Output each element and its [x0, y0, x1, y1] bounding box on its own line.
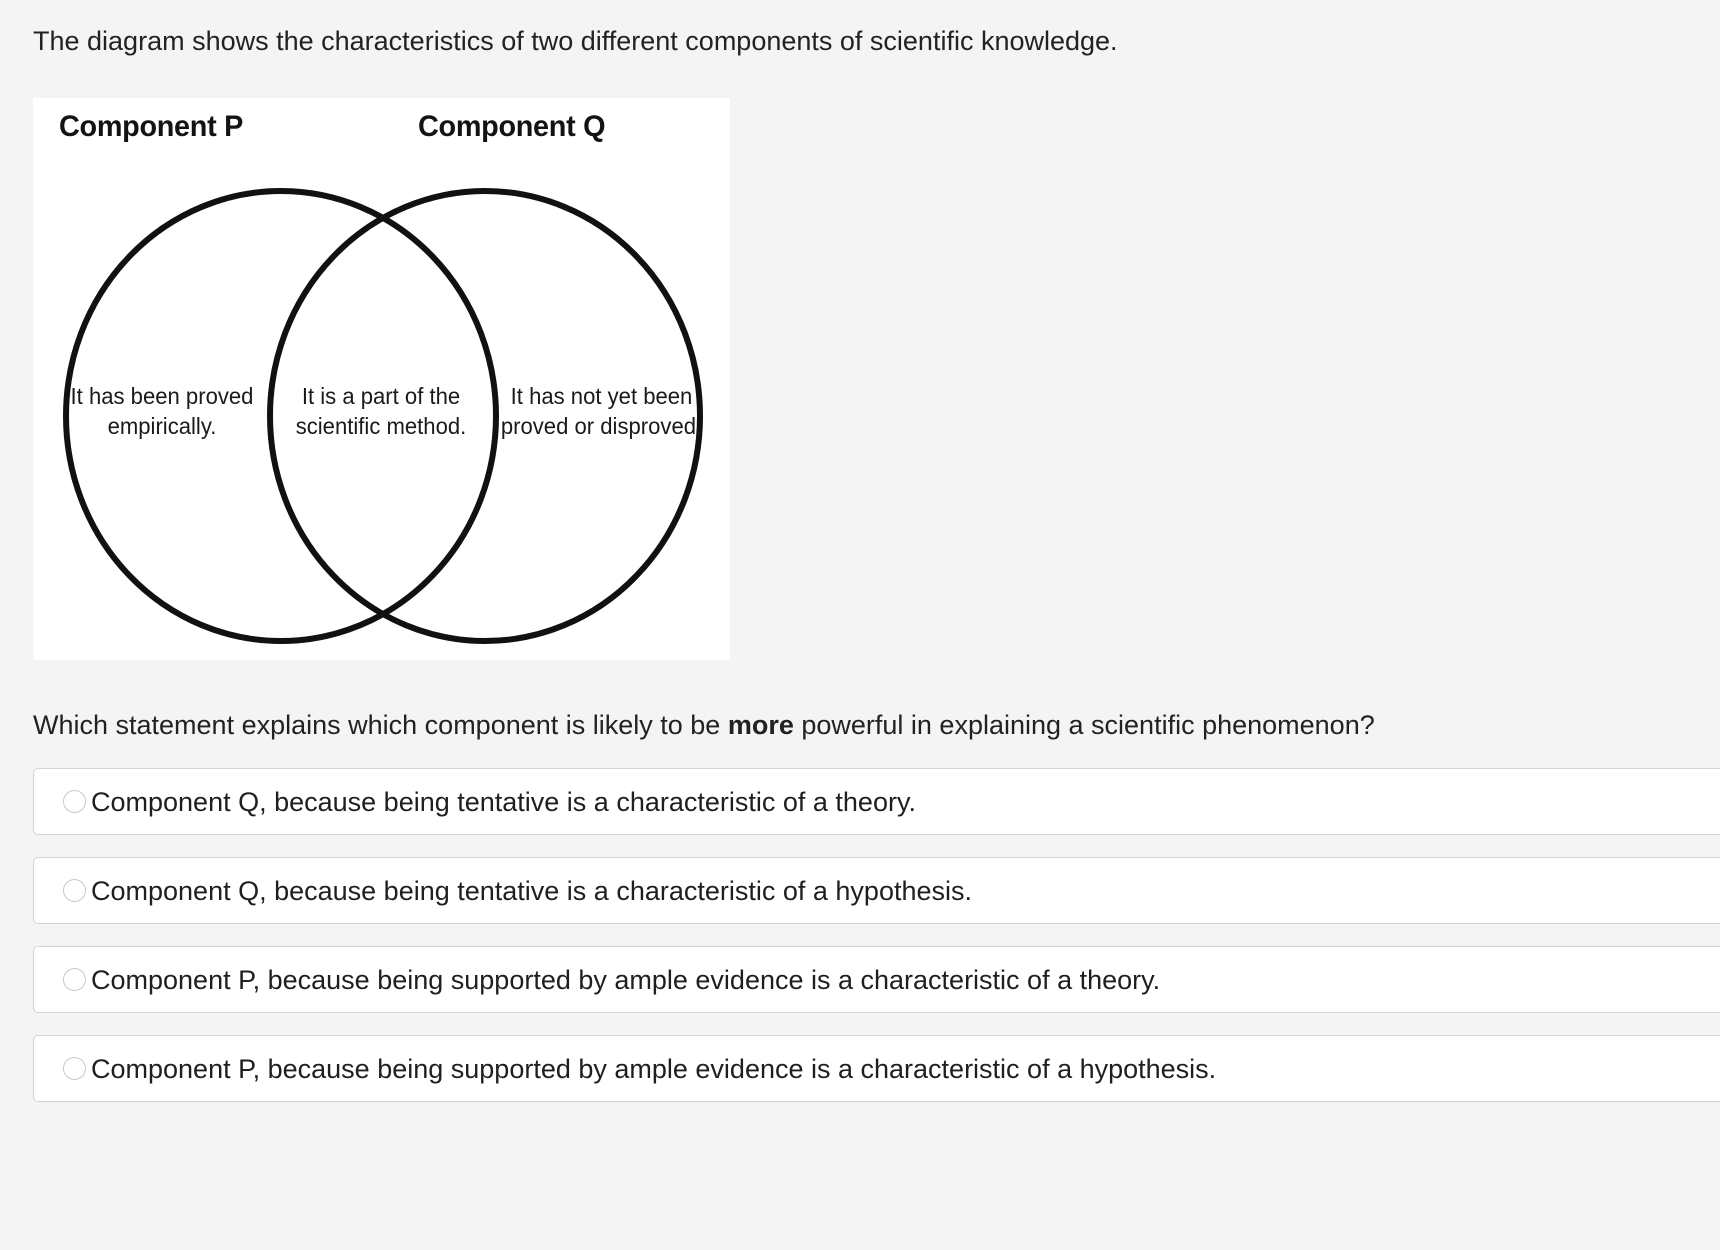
answer-option-1[interactable]: Component Q, because being tentative is …	[33, 768, 1720, 835]
radio-button-icon-3[interactable]	[63, 968, 86, 991]
venn-region-p-only-text: It has been proved empirically.	[70, 383, 254, 439]
intro-text: The diagram shows the characteristics of…	[33, 26, 1118, 56]
answer-option-label-3: Component P, because being supported by …	[91, 964, 1161, 995]
venn-region-q-only-text: It has not yet been proved or disproved.	[500, 383, 703, 439]
question-text: Which statement explains which component…	[33, 708, 1375, 742]
radio-button-icon-2[interactable]	[63, 879, 86, 902]
answer-option-label-2: Component Q, because being tentative is …	[91, 875, 972, 906]
venn-region-overlap-text: It is a part of the scientific method.	[295, 383, 467, 439]
venn-diagram-figure: Component P Component Q It has been prov…	[33, 98, 730, 660]
answer-option-label-1: Component Q, because being tentative is …	[91, 786, 916, 817]
question-text-part-1: Which statement explains which component…	[33, 710, 728, 740]
radio-button-icon-4[interactable]	[63, 1057, 86, 1080]
answer-option-3[interactable]: Component P, because being supported by …	[33, 946, 1720, 1013]
venn-heading-component-p: Component P	[59, 110, 244, 143]
venn-circle-p	[63, 188, 499, 644]
venn-circle-q	[267, 188, 703, 644]
answer-option-2[interactable]: Component Q, because being tentative is …	[33, 857, 1720, 924]
answer-option-label-4: Component P, because being supported by …	[91, 1053, 1217, 1084]
venn-diagram-svg	[63, 188, 703, 644]
question-text-part-2: powerful in explaining a scientific phen…	[793, 710, 1375, 740]
question-emphasis: more	[727, 710, 794, 740]
answer-options-list: Component Q, because being tentative is …	[33, 768, 1720, 1124]
radio-button-icon-1[interactable]	[63, 790, 86, 813]
answer-option-4[interactable]: Component P, because being supported by …	[33, 1035, 1720, 1102]
venn-heading-component-q: Component Q	[418, 110, 606, 143]
